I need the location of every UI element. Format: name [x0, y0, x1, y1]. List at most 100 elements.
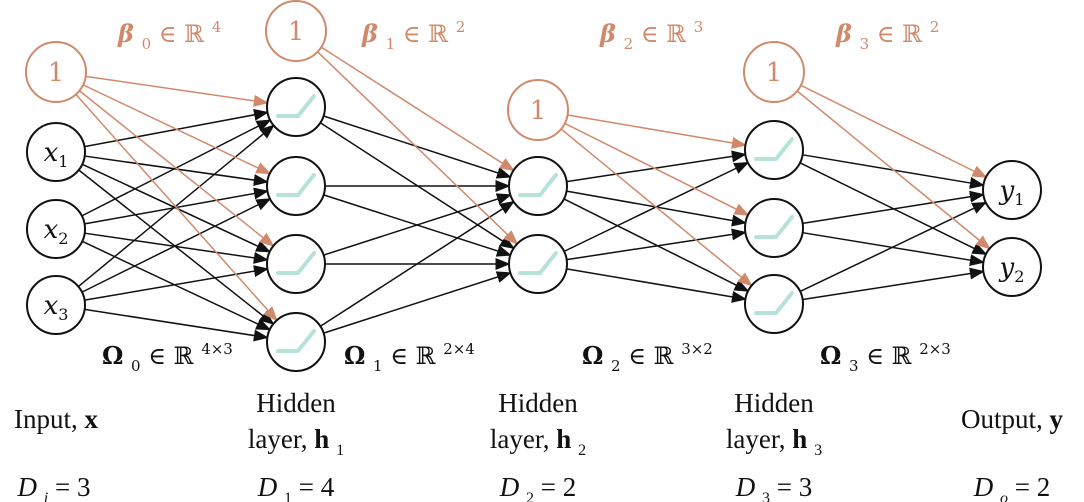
- svg-text:D 2 = 2: D 2 = 2: [499, 472, 576, 502]
- bias-node-3: [743, 41, 805, 103]
- bias-label-1: β 1 ∈ ℝ 2: [361, 18, 465, 55]
- weight-set-1: ∈ ℝ: [390, 342, 436, 370]
- relu-icon: [754, 137, 794, 161]
- weight-set-3: ∈ ℝ: [866, 342, 912, 370]
- input-h1-edge-1-2: [84, 232, 269, 264]
- weight-symbol-3: Ω: [820, 341, 841, 370]
- bias-2-edge-0: [567, 114, 747, 149]
- weight-label-0: Ω 0 ∈ ℝ 4×3: [102, 340, 233, 375]
- svg-text:D 3 = 3: D 3 = 3: [735, 472, 812, 502]
- svg-text:D i = 3: D i = 3: [17, 472, 91, 502]
- h2-h3-edge-0-2: [563, 198, 750, 292]
- input-caption-text: Input,: [14, 404, 85, 434]
- dimension-input-value: = 3: [55, 472, 90, 502]
- relu-icon: [276, 94, 316, 118]
- input-h1-edge-1-3: [81, 240, 272, 331]
- bias-symbol-0: β: [117, 19, 134, 48]
- input-h1-edge-0-1: [84, 155, 269, 186]
- hidden-layer-3-node-3: [744, 274, 804, 334]
- hidden-caption-3-line1: Hidden: [734, 388, 814, 418]
- output-caption-symbol: y: [1050, 404, 1064, 434]
- hidden-caption-1-line2: layer,: [248, 424, 314, 454]
- weight-set-0: ∈ ℝ: [148, 342, 194, 370]
- input-node-label-3: x3: [44, 291, 69, 324]
- h1-h2-edge-3-0: [319, 200, 515, 327]
- dimension-hidden-1-base: D: [257, 472, 278, 502]
- dimension-hidden-3-base: D: [735, 472, 756, 502]
- hidden-layer-1-node-1: [266, 77, 326, 137]
- dimension-hidden-3-value: = 3: [777, 472, 812, 502]
- weight-symbol-0: Ω: [102, 341, 123, 370]
- hidden-caption-3: Hidden layer, h 3: [726, 388, 822, 459]
- weight-sub-2: 2: [611, 357, 621, 375]
- hidden-layer-2-node-1: [508, 156, 568, 216]
- output-node-label-2: y2: [999, 253, 1025, 286]
- bias-symbol-1: β: [361, 19, 378, 48]
- output-caption: Output, y: [961, 404, 1064, 434]
- input-node-3: [26, 275, 86, 335]
- input-node-2: [26, 199, 86, 259]
- hidden-caption-3-line2: layer,: [726, 424, 792, 454]
- hidden-caption-2-sub: 2: [578, 442, 586, 459]
- output-node-1: [982, 160, 1042, 220]
- bias-2-edge-2: [560, 128, 753, 287]
- dimension-hidden-1-value: = 4: [299, 472, 335, 502]
- bias-sub-2: 2: [624, 35, 634, 53]
- output-node-2: [982, 237, 1042, 297]
- output-node-label-1: y1: [999, 176, 1025, 209]
- input-caption: Input, x: [14, 404, 99, 434]
- hidden-layer-3-node-1: [744, 120, 804, 180]
- svg-text:Ω 2 ∈ ℝ 3×2: Ω 2 ∈ ℝ 3×2: [582, 340, 713, 377]
- weight-symbol-1: Ω: [344, 341, 365, 370]
- bias-node-2: [507, 79, 569, 141]
- bias-node-label-0: 1: [48, 58, 65, 88]
- hidden-caption-1-line1: Hidden: [256, 388, 336, 418]
- dimension-output-value: = 2: [1015, 472, 1050, 502]
- input-h1-edge-2-1: [81, 198, 272, 293]
- weight-sub-0: 0: [131, 357, 141, 375]
- svg-text:Input, x: Input, x: [14, 404, 99, 434]
- h3-output-edge-2-1: [802, 267, 985, 301]
- hidden-caption-2: Hidden layer, h 2: [490, 388, 586, 459]
- bias-sup-3: 2: [930, 18, 940, 36]
- dimension-input-base: D: [17, 472, 38, 502]
- weight-sup-1: 2×4: [443, 340, 475, 358]
- hidden-layer-2-node-2: [508, 234, 568, 294]
- relu-icon: [276, 173, 316, 197]
- svg-text:Ω 1 ∈ ℝ 2×4: Ω 1 ∈ ℝ 2×4: [344, 340, 475, 377]
- relu-icon: [754, 215, 794, 239]
- bias-label-0: β 0 ∈ ℝ 4: [117, 18, 221, 53]
- weight-symbol-2: Ω: [582, 341, 603, 370]
- weight-sub-3: 3: [849, 357, 859, 375]
- hidden-caption-1-sub: 1: [336, 442, 344, 459]
- dimension-hidden-2-value: = 2: [541, 472, 576, 502]
- dimension-hidden-2-sub: 2: [526, 490, 534, 502]
- relu-icon: [276, 251, 316, 275]
- hidden-caption-2-line2: layer,: [490, 424, 556, 454]
- bias-label-3: β 3 ∈ ℝ 2: [835, 18, 940, 53]
- hidden-layer-3-node-2: [744, 198, 804, 258]
- dimension-input-sub: i: [44, 490, 48, 502]
- h2-h3-edge-1-1: [566, 228, 747, 261]
- h3-output-edge-2-0: [799, 201, 988, 293]
- bias-node-label-3: 1: [766, 58, 783, 88]
- svg-text:β 2 ∈ ℝ 3: β 2 ∈ ℝ 3: [599, 18, 703, 55]
- dimension-hidden-2-base: D: [499, 472, 520, 502]
- bias-1-edge-0: [320, 46, 515, 172]
- weight-sup-3: 2×3: [919, 340, 951, 358]
- bias-0-edge-1: [82, 84, 272, 175]
- svg-text:β 1 ∈ ℝ 2: β 1 ∈ ℝ 2: [361, 18, 465, 55]
- bias-2-edge-1: [564, 122, 750, 216]
- svg-text:D o = 2: D o = 2: [973, 472, 1050, 502]
- bias-sub-3: 3: [860, 35, 870, 53]
- hidden-caption-3-sub: 3: [814, 442, 822, 459]
- dimension-output-base: D: [973, 472, 994, 502]
- relu-icon: [754, 291, 794, 315]
- hidden-caption-2-symbol: h: [556, 424, 571, 454]
- relu-icon: [518, 251, 558, 275]
- dimension-hidden-2: D 2 = 2: [499, 472, 576, 502]
- bias-label-2: β 2 ∈ ℝ 3: [599, 18, 703, 55]
- bias-symbol-3: β: [835, 19, 852, 48]
- dimension-hidden-3-sub: 3: [762, 490, 770, 502]
- bias-sup-2: 3: [694, 18, 704, 36]
